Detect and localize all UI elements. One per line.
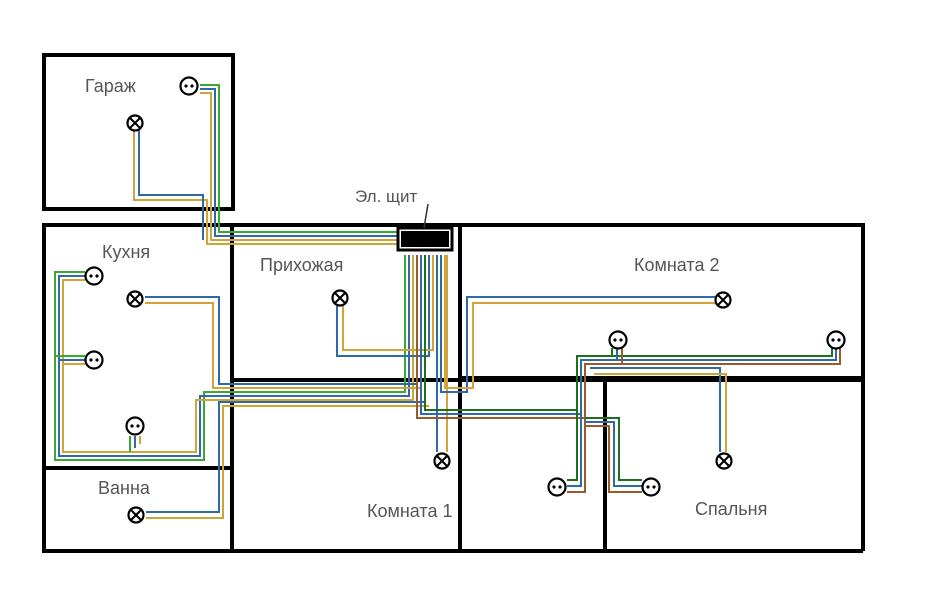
room-label-kitchen: Кухня (102, 242, 150, 262)
wire-room1-socket-brown (567, 418, 586, 493)
wire-kitchen-sockets-blue (58, 255, 410, 457)
socket-icon (608, 330, 628, 350)
socket-icon (125, 416, 145, 436)
wire-kitchen-sockets-green (54, 255, 406, 461)
wire-hall-lamp-blue (336, 255, 430, 357)
socket-icon (179, 76, 199, 96)
lamp-icon (433, 452, 451, 470)
wire-room2-sockets-darkgreen (424, 255, 833, 411)
wire-bedroom-lamp-yellow (594, 373, 727, 452)
wires (54, 84, 841, 519)
lamp-icon (127, 506, 145, 524)
wire-room1-socket-darkgreen (567, 410, 578, 481)
socket-icon (641, 477, 661, 497)
socket-icon (84, 350, 104, 370)
room-label-room2: Комната 2 (634, 255, 720, 275)
lamp-icon (714, 291, 732, 309)
wire-room1-socket-blue (567, 414, 582, 487)
wire-bath-lamp-yellow (146, 405, 429, 519)
wire-bedroom-socket-blue (585, 421, 642, 487)
lamp-icon (715, 452, 733, 470)
room-label-hall: Прихожая (260, 255, 343, 275)
room-label-bath: Ванна (98, 478, 151, 498)
wire-garage-lamp-blue (138, 130, 204, 240)
wire-garage-lamp-yellow (133, 130, 400, 245)
panel-label: Эл. щит (355, 187, 418, 206)
wire-bedroom-socket-darkgreen (585, 417, 642, 481)
wire-bedroom-socket-brown (585, 425, 642, 493)
wire-room2-lamp-yellow (444, 255, 715, 389)
lamps (126, 114, 733, 524)
room-label-room1: Комната 1 (367, 501, 453, 521)
wire-bedroom-lamp-blue (590, 367, 721, 452)
wire-room2-lamp-blue (440, 255, 715, 393)
wire-bath-lamp-blue (146, 401, 425, 513)
wire-garage-socket-green (200, 84, 400, 233)
wire-kitchen-sockets-yellow (62, 255, 414, 453)
lamp-icon (331, 289, 349, 307)
electrical-panel: Эл. щит (355, 187, 454, 252)
panel-fill (401, 231, 449, 247)
garage-walls (42, 53, 235, 211)
lamp-icon (126, 114, 144, 132)
panel-pointer (423, 203, 429, 229)
lamp-icon (126, 290, 144, 308)
room-labels: Гараж Кухня Прихожая Комната 2 Ванна Ком… (85, 76, 767, 521)
socket-icon (547, 477, 567, 497)
wire-garage-socket-blue (200, 88, 400, 237)
wire-garage-socket-yellow (200, 92, 400, 241)
room-label-bedroom: Спальня (695, 499, 767, 519)
sockets (84, 76, 846, 497)
socket-icon (84, 266, 104, 286)
wire-room2-sockets-blue (420, 255, 837, 415)
room-label-garage: Гараж (85, 76, 136, 96)
wire-room2-sockets-brown (416, 255, 841, 419)
socket-icon (826, 330, 846, 350)
wire-hall-lamp-yellow (342, 255, 434, 351)
